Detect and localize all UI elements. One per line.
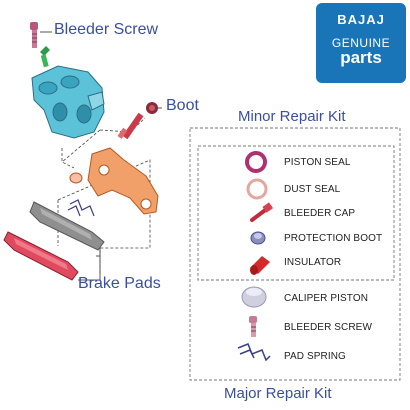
brake-pad-front xyxy=(3,231,79,281)
part-label-pad-spring: PAD SPRING xyxy=(284,351,346,362)
pad-spring-diagram xyxy=(67,199,95,217)
major-kit-title: Major Repair Kit xyxy=(224,385,332,402)
part-label-bleeder-screw: BLEEDER SCREW xyxy=(284,322,372,333)
caliper-body xyxy=(31,65,105,139)
minor-kit-title: Minor Repair Kit xyxy=(238,108,346,125)
callout-boot: Boot xyxy=(166,97,199,114)
insulator-icon xyxy=(250,256,270,275)
logo-parts: parts xyxy=(340,48,382,67)
dust-seal-icon xyxy=(246,178,268,200)
minor-kit-box xyxy=(197,145,395,281)
part-label-insulator: INSULATOR xyxy=(284,257,342,268)
bleeder-cap-icon xyxy=(250,202,273,222)
bleeder-screw-icon xyxy=(249,316,257,337)
part-label-dust-seal: DUST SEAL xyxy=(284,184,341,195)
pad-spring-icon xyxy=(237,343,271,362)
boot-part xyxy=(117,102,158,140)
caliper-piston-icon xyxy=(241,286,267,308)
part-label-protection-boot: PROTECTION BOOT xyxy=(284,233,383,244)
caliper-bracket xyxy=(69,147,159,215)
brake-pad-rear xyxy=(29,201,105,251)
part-label-piston-seal: PISTON SEAL xyxy=(284,157,351,168)
logo-brand: BAJAJ xyxy=(337,12,385,27)
bajaj-genuine-parts-logo: BAJAJ GENUINE parts xyxy=(316,3,406,83)
logo-genuine: GENUINE xyxy=(331,36,391,50)
protection-boot-icon xyxy=(250,231,266,245)
part-label-caliper-piston: CALIPER PISTON xyxy=(284,293,369,304)
major-kit-box xyxy=(189,127,401,381)
bleeder-screw-part xyxy=(30,22,50,68)
piston-seal-icon xyxy=(245,151,267,173)
callout-brake-pads: Brake Pads xyxy=(78,275,161,292)
part-label-bleeder-cap: BLEEDER CAP xyxy=(284,208,356,219)
callout-bleeder-screw: Bleeder Screw xyxy=(54,21,159,38)
